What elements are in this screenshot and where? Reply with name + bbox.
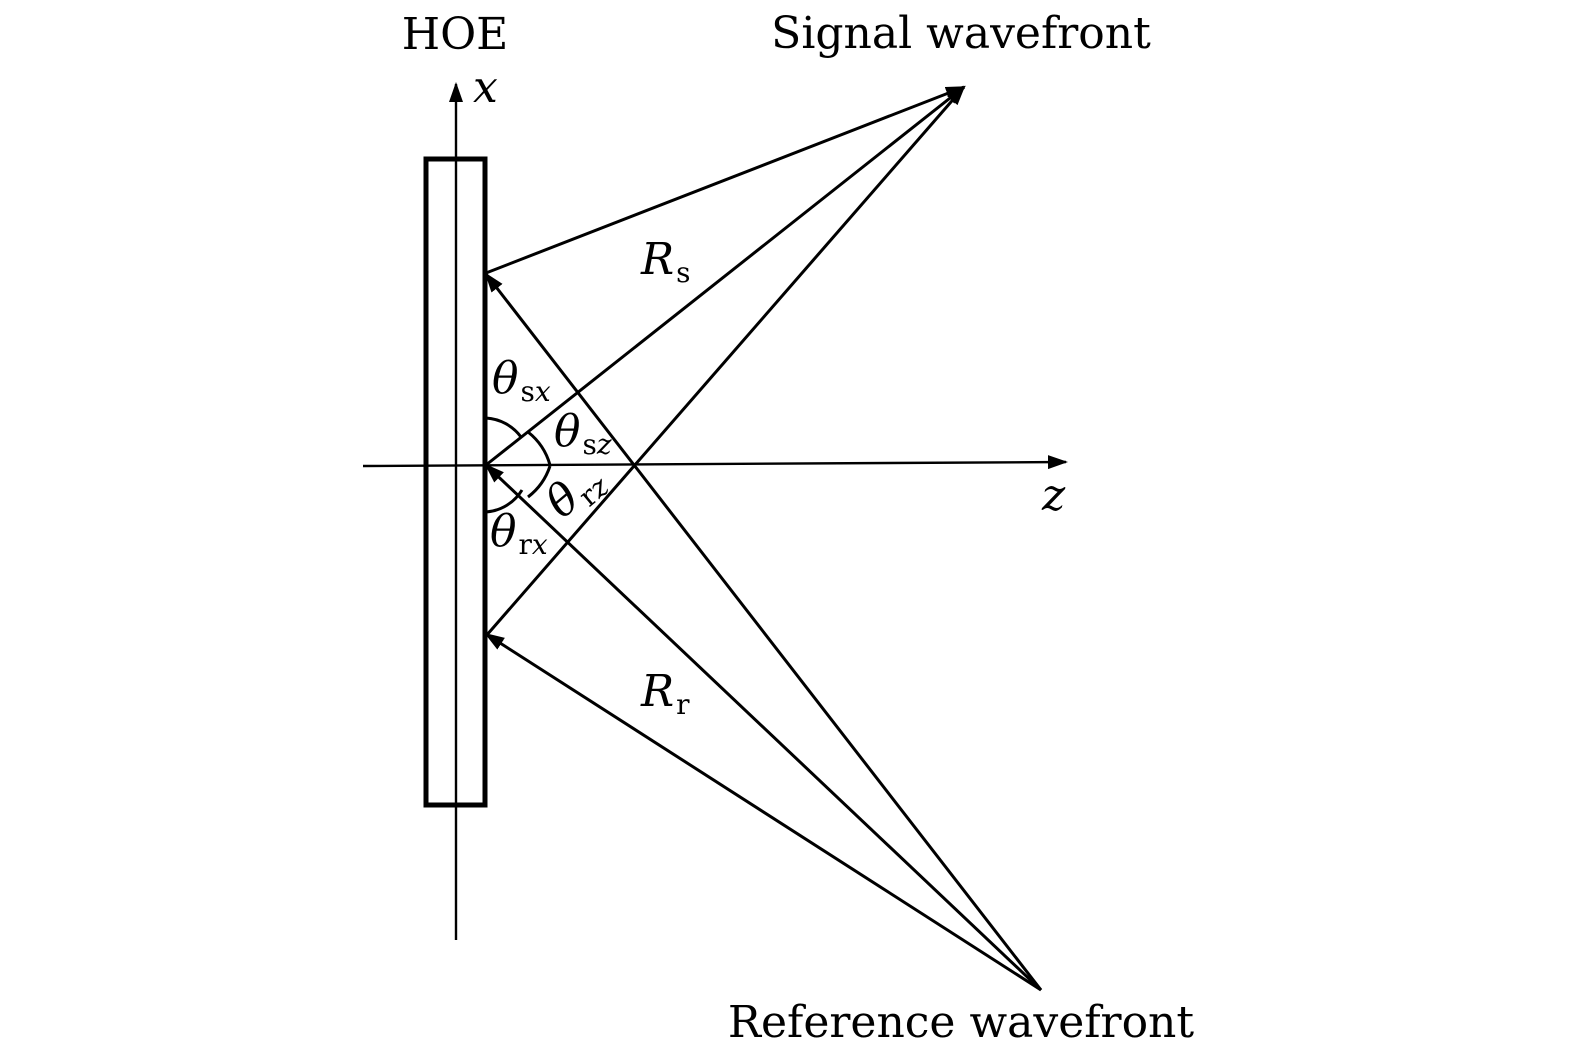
z-axis-label: z bbox=[1041, 470, 1066, 521]
signal-ray-top bbox=[485, 85, 966, 275]
theta-rz-arc bbox=[527, 465, 552, 499]
reference-ray-top bbox=[484, 272, 1043, 991]
hoe-label: HOE bbox=[402, 9, 509, 60]
theta-sz-label: θsz bbox=[554, 406, 612, 461]
reference-ray-center bbox=[484, 463, 1043, 992]
theta-sx-label: θsx bbox=[492, 353, 551, 408]
reference-ray-bottom bbox=[484, 632, 1042, 992]
theta-rx-arc bbox=[485, 489, 524, 514]
z-axis-line bbox=[362, 455, 1068, 470]
signal-ray-bottom bbox=[484, 85, 966, 637]
theta-sz-arc bbox=[527, 430, 552, 466]
theta-rx-label: θrx bbox=[490, 506, 548, 561]
r-s-label: Rs bbox=[640, 234, 691, 289]
x-axis-label: x bbox=[473, 62, 498, 113]
r-r-label: Rr bbox=[640, 666, 690, 721]
reference-wavefront-label: Reference wavefront bbox=[728, 997, 1195, 1048]
theta-sx-arc bbox=[485, 416, 523, 438]
signal-wavefront-label: Signal wavefront bbox=[771, 8, 1151, 59]
signal-ray-center bbox=[485, 85, 966, 467]
